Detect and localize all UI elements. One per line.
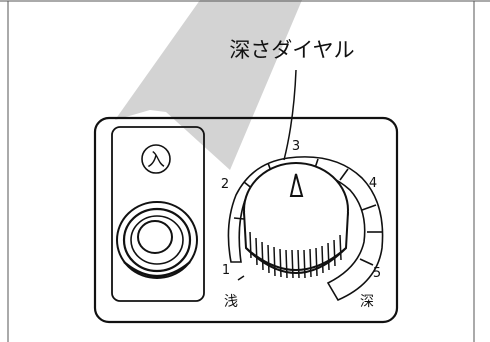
depth-dial-knob[interactable]	[243, 162, 349, 279]
push-button-cap	[137, 220, 173, 254]
knob-side-wall	[243, 211, 349, 271]
push-button[interactable]	[116, 201, 198, 279]
knob-bottom-edge	[245, 247, 347, 274]
scale-number-1: 1	[222, 263, 230, 278]
dial-max-label: 深	[360, 294, 374, 310]
scale-number-5: 5	[373, 266, 381, 281]
callout-leader-line	[283, 69, 297, 161]
push-button-inner-ring	[130, 215, 184, 265]
button-label: 入	[147, 150, 165, 171]
scale-number-2: 2	[221, 177, 229, 192]
watermark-shape	[115, 0, 302, 170]
button-label-circle	[141, 144, 171, 174]
button-housing	[111, 126, 205, 302]
push-button-middle-ring	[122, 207, 192, 273]
dial-min-label: 浅	[224, 294, 238, 310]
push-button-outer-ring	[116, 201, 198, 279]
control-panel-plate	[93, 116, 399, 324]
dial-pointer-icon	[289, 173, 304, 197]
scale-number-4: 4	[369, 176, 377, 191]
push-button-shadow	[123, 261, 191, 277]
scale-number-3: 3	[292, 139, 300, 154]
callout-label: 深さダイヤル	[229, 38, 354, 62]
scale-start-tick	[237, 275, 245, 281]
